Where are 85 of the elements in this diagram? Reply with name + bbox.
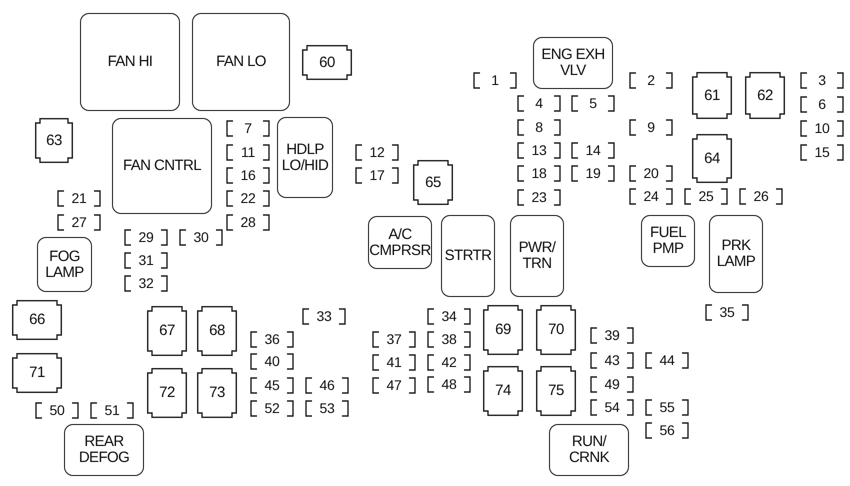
fuse-slot: 19 (571, 165, 615, 182)
fuse-slot: 52 (250, 400, 294, 417)
fuse-slot: 1 (473, 72, 517, 89)
relay-socket: PWR/ TRN (510, 215, 564, 297)
fuse-slot: 32 (124, 275, 168, 292)
fuse-slot: 37 (372, 331, 416, 348)
fuse-slot: 21 (57, 190, 101, 207)
fuse-slot: 2 (629, 72, 673, 89)
fuse-slot: 50 (35, 402, 79, 419)
fuse-slot: 35 (705, 304, 749, 321)
relay-socket: 60 (302, 45, 352, 80)
fuse-slot: 51 (90, 402, 134, 419)
fuse-slot: 28 (226, 214, 270, 231)
relay-socket: STRTR (441, 215, 495, 297)
relay-socket: HDLP LO/HID (277, 117, 333, 198)
fuse-slot: 42 (427, 354, 471, 371)
fuse-slot: 34 (427, 308, 471, 325)
fuse-slot: 4 (517, 95, 561, 112)
fuse-slot: 27 (57, 214, 101, 231)
fuse-slot: 53 (305, 400, 349, 417)
relay-socket: RUN/ CRNK (549, 424, 629, 476)
relay-socket: 64 (692, 134, 732, 183)
fuse-slot: 49 (590, 376, 634, 393)
relay-socket: FAN CNTRL (112, 118, 212, 214)
relay-socket: FUEL PMP (641, 215, 695, 267)
relay-socket: 69 (483, 305, 523, 355)
fuse-slot: 17 (355, 167, 399, 184)
fuse-slot: 18 (517, 165, 561, 182)
fuse-slot: 41 (372, 354, 416, 371)
fuse-slot: 56 (645, 422, 689, 439)
fuse-slot: 6 (800, 96, 844, 113)
fuse-slot: 40 (250, 353, 294, 370)
fuse-slot: 44 (645, 352, 689, 369)
relay-socket: 71 (12, 353, 62, 393)
relay-socket: 68 (197, 306, 237, 356)
fuse-slot: 7 (226, 120, 270, 137)
relay-socket: 72 (147, 368, 187, 418)
fuse-slot: 13 (517, 142, 561, 159)
relay-socket: A/C CMPRSR (368, 216, 432, 269)
fuse-slot: 48 (427, 376, 471, 393)
fuse-slot: 26 (739, 188, 783, 205)
fuse-slot: 36 (250, 331, 294, 348)
fuse-slot: 29 (124, 229, 168, 246)
fuse-slot: 3 (800, 72, 844, 89)
relay-socket: 62 (745, 72, 785, 119)
fuse-slot: 22 (226, 190, 270, 207)
relay-socket: 66 (12, 300, 62, 340)
fuse-slot: 23 (517, 189, 561, 206)
relay-socket: 63 (35, 118, 73, 163)
fuse-slot: 14 (571, 142, 615, 159)
fuse-slot: 5 (571, 95, 615, 112)
fuse-slot: 11 (226, 144, 270, 161)
fuse-slot: 30 (179, 229, 223, 246)
relay-socket: 61 (692, 72, 732, 119)
relay-socket: 75 (536, 366, 576, 416)
fuse-slot: 24 (629, 188, 673, 205)
fuse-slot: 55 (645, 399, 689, 416)
fuse-slot: 54 (590, 399, 634, 416)
relay-socket: ENG EXH VLV (533, 37, 613, 89)
relay-socket: FAN LO (192, 13, 290, 111)
fuse-slot: 31 (124, 252, 168, 269)
fuse-slot: 43 (590, 352, 634, 369)
relay-socket: FOG LAMP (37, 237, 92, 292)
relay-socket: PRK LAMP (709, 215, 763, 293)
fuse-slot: 33 (302, 308, 346, 325)
fuse-slot: 10 (800, 120, 844, 137)
relay-socket: FAN HI (80, 13, 180, 111)
relay-socket: 70 (536, 305, 576, 355)
relay-socket: 65 (413, 160, 453, 205)
fuse-slot: 15 (800, 144, 844, 161)
fuse-slot: 12 (355, 144, 399, 161)
fuse-slot: 45 (250, 377, 294, 394)
relay-socket: REAR DEFOG (64, 424, 144, 476)
relay-socket: 73 (197, 368, 237, 418)
fuse-slot: 25 (684, 188, 728, 205)
fuse-slot: 9 (629, 119, 673, 136)
fuse-slot: 20 (629, 165, 673, 182)
fuse-slot: 39 (590, 327, 634, 344)
relay-socket: 67 (147, 306, 187, 356)
fuse-slot: 8 (517, 119, 561, 136)
fuse-slot: 38 (427, 331, 471, 348)
fuse-slot: 46 (305, 377, 349, 394)
relay-socket: 74 (483, 366, 523, 416)
fuse-slot: 47 (372, 377, 416, 394)
fuse-slot: 16 (226, 167, 270, 184)
